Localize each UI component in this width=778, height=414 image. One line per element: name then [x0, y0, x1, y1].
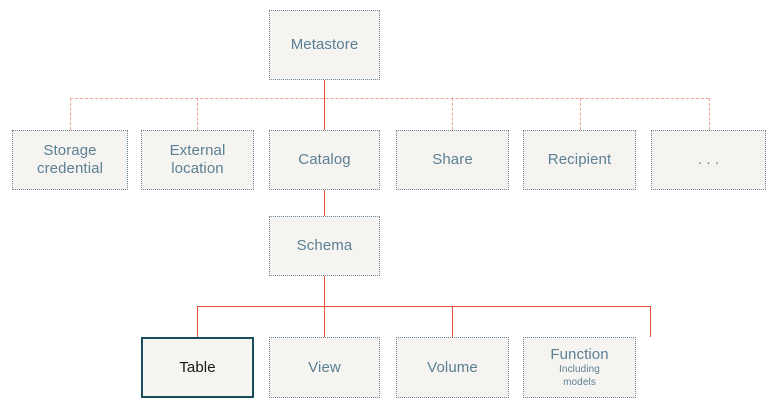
- node-volume[interactable]: Volume: [396, 337, 509, 398]
- node-share[interactable]: Share: [396, 130, 509, 190]
- edge-to-storage-credential: [70, 98, 71, 130]
- node-recipient-label: Recipient: [547, 151, 612, 169]
- node-external-location-label-line1: External: [169, 142, 226, 160]
- node-catalog-label: Catalog: [298, 151, 351, 169]
- node-view-label: View: [308, 358, 341, 376]
- node-function-subtitle-line2: models: [563, 377, 596, 389]
- node-more[interactable]: . . .: [651, 130, 766, 190]
- node-schema[interactable]: Schema: [269, 216, 380, 276]
- edge-schema-stem: [324, 276, 325, 306]
- node-function[interactable]: Function Including models: [523, 337, 636, 398]
- node-function-subtitle-line1: Including: [559, 364, 600, 376]
- node-catalog[interactable]: Catalog: [269, 130, 380, 190]
- edge-to-share: [452, 98, 453, 130]
- node-storage-credential-label-line2: credential: [36, 160, 104, 177]
- node-schema-label: Schema: [296, 237, 353, 255]
- node-external-location-label-line2: location: [171, 160, 224, 177]
- edge-metastore-bus: [70, 98, 709, 99]
- node-metastore-label: Metastore: [290, 36, 359, 54]
- node-view[interactable]: View: [269, 337, 380, 398]
- node-external-location[interactable]: External location: [141, 130, 254, 190]
- node-more-label: . . .: [697, 151, 720, 169]
- edge-to-more: [709, 98, 710, 130]
- node-share-label: Share: [432, 151, 473, 169]
- edge-to-recipient: [580, 98, 581, 130]
- node-table-label: Table: [179, 358, 216, 376]
- node-storage-credential-label-line1: Storage: [43, 142, 97, 160]
- edge-metastore-stem: [324, 80, 325, 98]
- node-recipient[interactable]: Recipient: [523, 130, 636, 190]
- edge-to-function: [650, 306, 651, 337]
- node-function-label: Function: [550, 345, 609, 363]
- edge-to-table: [197, 306, 198, 337]
- edge-schema-bus: [197, 306, 650, 307]
- node-metastore[interactable]: Metastore: [269, 10, 380, 80]
- edge-to-catalog: [324, 98, 325, 130]
- edge-to-external-location: [197, 98, 198, 130]
- edge-to-volume: [452, 306, 453, 337]
- edge-catalog-to-schema: [324, 190, 325, 216]
- edge-to-view: [324, 306, 325, 337]
- node-volume-label: Volume: [427, 358, 478, 376]
- node-table[interactable]: Table: [141, 337, 254, 398]
- node-storage-credential[interactable]: Storage credential: [12, 130, 128, 190]
